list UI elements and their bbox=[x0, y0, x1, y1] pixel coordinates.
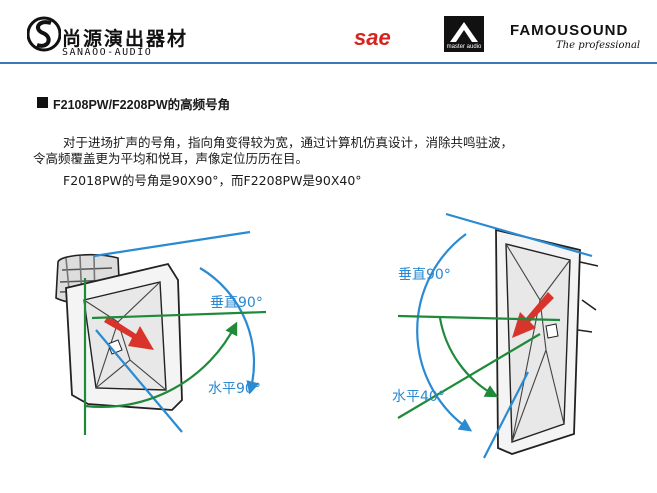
left-horizontal-arc bbox=[84, 321, 238, 409]
sanaoo-logo-icon bbox=[27, 16, 61, 52]
left-horn-mouth bbox=[83, 281, 167, 391]
right-horizontal-arc bbox=[438, 317, 499, 398]
left-horizontal-angle-label: 水平90° bbox=[208, 381, 261, 397]
header: 尚源演出器材 SANAOO-AUDIO sae master audio FAM… bbox=[0, 0, 657, 66]
paragraph-line-1: 对于进场扩声的号角，指向角变得较为宽，通过计算机仿真设计，消除共鸣驻波， bbox=[63, 135, 514, 150]
paragraph-line-2: 令高频覆盖更为平均和悦耳，声像定位历历在目。 bbox=[33, 151, 309, 166]
left-horn-diagram bbox=[55, 230, 267, 435]
left-vertical-angle-label: 垂直90° bbox=[210, 295, 263, 311]
famousound-logo: FAMOUSOUND bbox=[510, 22, 629, 39]
section-title: F2108PW/F2208PW的高频号角 bbox=[53, 98, 231, 112]
right-horizontal-angle-label: 水平40° bbox=[392, 389, 445, 405]
right-vertical-angle-label: 垂直90° bbox=[398, 267, 451, 283]
master-audio-logo-text: master audio bbox=[446, 44, 482, 50]
master-audio-logo-icon bbox=[444, 16, 484, 52]
sae-logo: sae bbox=[354, 25, 391, 50]
right-horn-diagram bbox=[397, 212, 599, 459]
right-vertical-upper-line bbox=[445, 212, 593, 258]
right-vertical-lower-line bbox=[483, 371, 529, 459]
left-direction-arrow bbox=[104, 316, 154, 350]
brand-name-en: SANAOO-AUDIO bbox=[62, 47, 153, 58]
left-vertical-lower-line bbox=[95, 329, 183, 433]
right-direction-arrow bbox=[512, 292, 554, 338]
left-horizontal-lower-line bbox=[91, 310, 267, 320]
header-divider bbox=[0, 62, 657, 64]
right-horizontal-upper-line bbox=[397, 314, 561, 322]
right-vertical-arc bbox=[416, 233, 473, 432]
brand-name-cn: 尚源演出器材 bbox=[62, 28, 189, 50]
left-vertical-arc bbox=[199, 267, 260, 395]
paragraph-line-3: F2018PW的号角是90X90°，而F2208PW是90X40° bbox=[63, 173, 362, 188]
famousound-tagline: The professional bbox=[556, 40, 641, 51]
left-vertical-upper-line bbox=[93, 230, 251, 258]
section-bullet bbox=[37, 97, 48, 108]
